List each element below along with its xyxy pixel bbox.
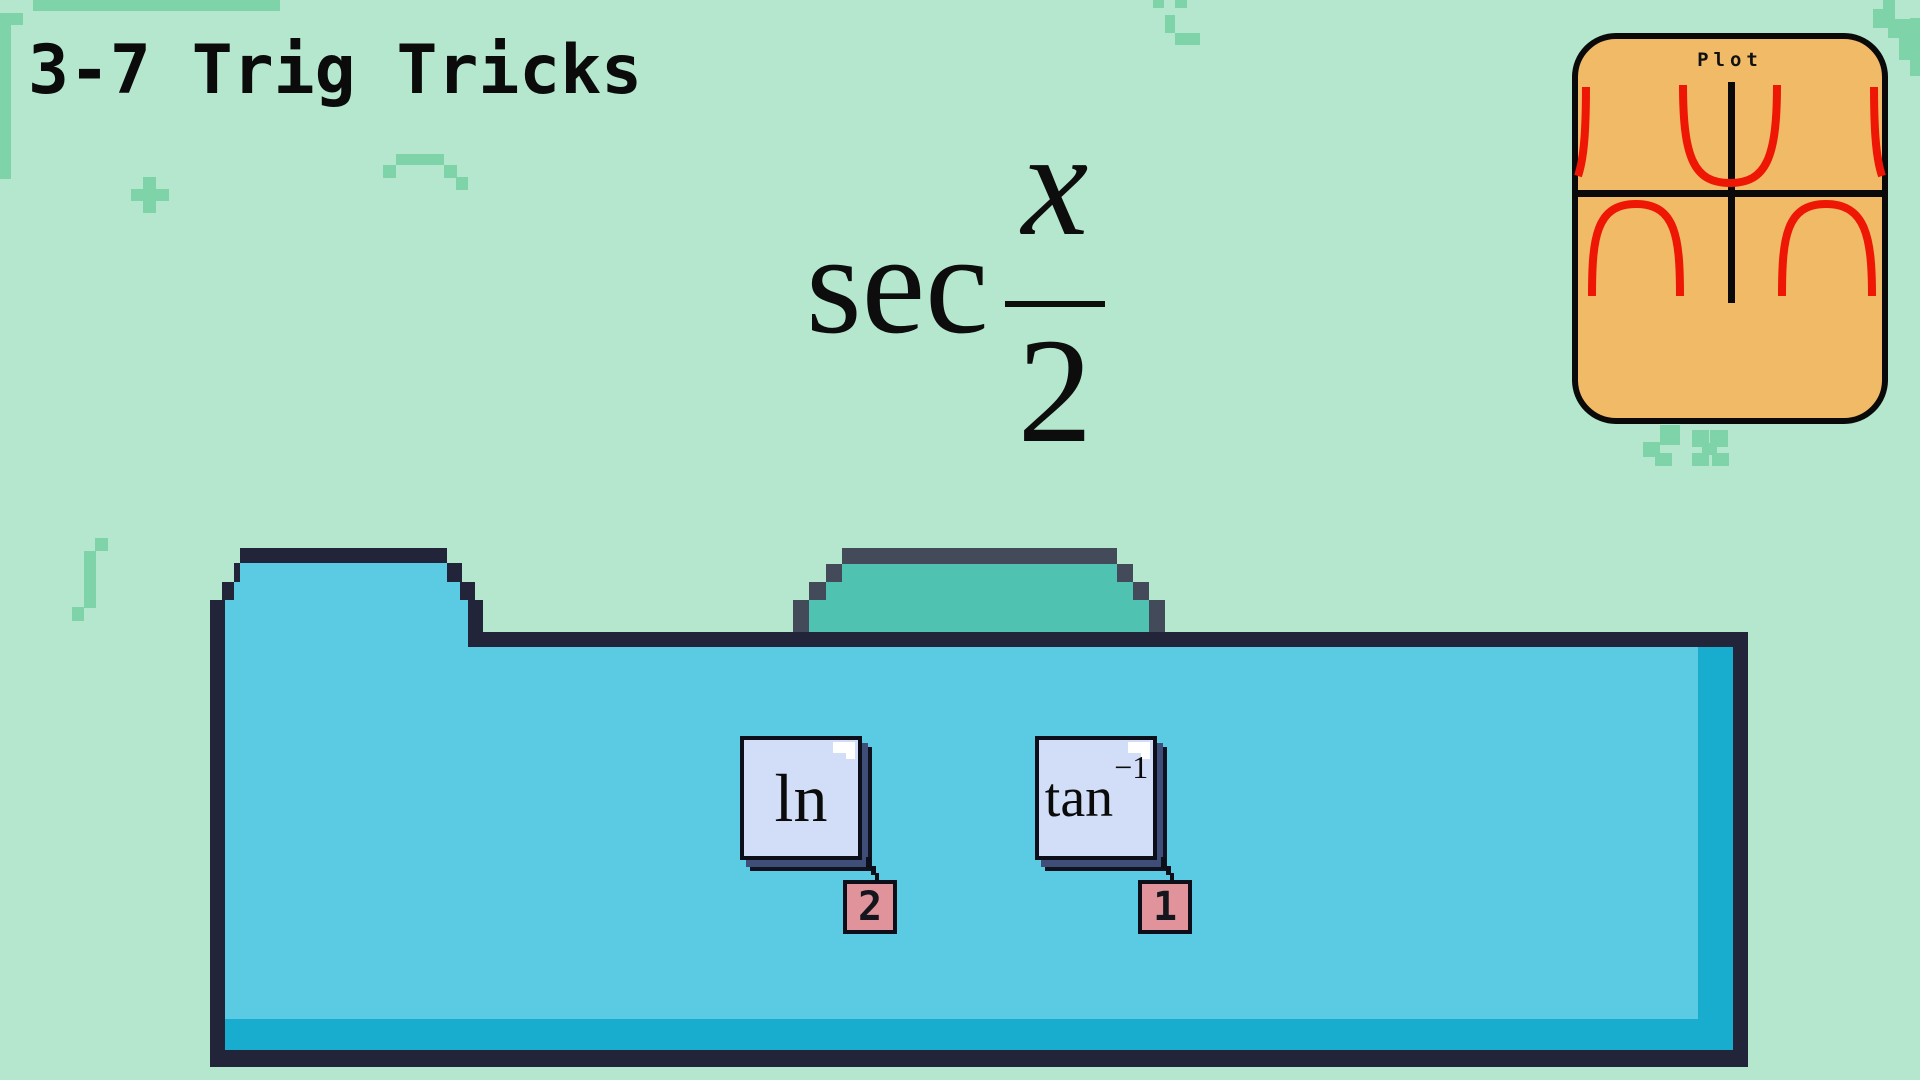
plot-card-label: Plot [1697,49,1763,71]
secant-plot-icon [1572,82,1888,303]
card-corner-highlight [846,753,855,759]
card-corner-highlight [1128,742,1150,753]
function-card-arctan[interactable]: tan−1 [1035,736,1157,860]
level-title: 3-7 Trig Tricks [28,31,643,110]
deco-top-bar [33,0,280,11]
tag-number-label: 1 [1152,884,1178,930]
plot-card[interactable]: Plot [1572,33,1888,424]
card-label: tan−1 [1044,749,1149,829]
expression-function: sec [806,205,989,363]
number-tag: 1 [1138,880,1192,934]
card-corner-highlight [1141,753,1150,759]
tag-string [1166,866,1171,875]
tag-string [875,873,879,883]
tag-string [871,866,876,875]
tag-string [866,857,871,868]
number-tag: 2 [843,880,897,934]
tag-string [1170,873,1174,883]
card-tray [210,548,1748,1067]
expression-numerator: x [1021,101,1089,267]
function-card-ln[interactable]: ln [740,736,862,860]
tray-inner-shadow-bottom [225,1019,1733,1050]
card-label: ln [774,759,828,836]
tray-inner-shadow-right [1698,647,1733,1050]
card-corner-highlight [833,742,855,753]
fraction-bar [1005,301,1105,307]
tag-string [1161,857,1166,868]
tag-number-label: 2 [857,884,883,930]
expression-denominator: 2 [1017,308,1093,474]
tray-fill [225,563,1733,1050]
empty-slot-fill[interactable] [809,564,1149,632]
